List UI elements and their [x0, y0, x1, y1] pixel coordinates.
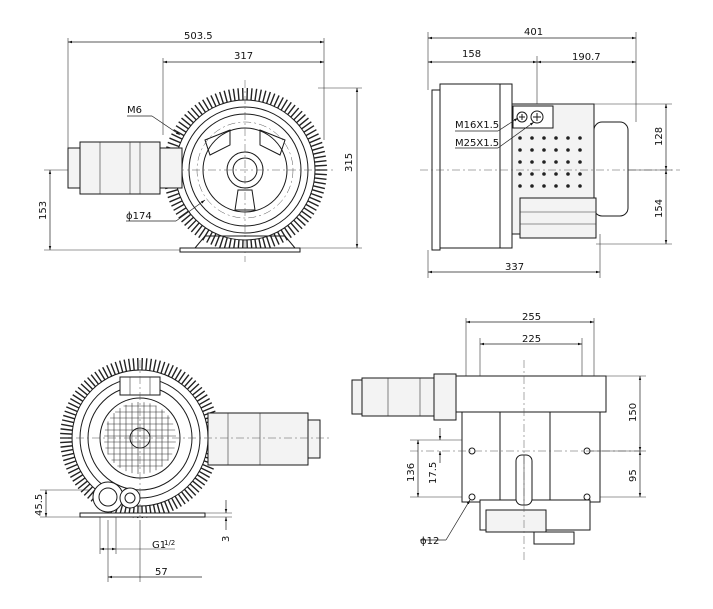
dim-bottom-label: 337: [505, 262, 524, 273]
base-foot-rear: [79, 512, 206, 518]
dim-outer-label: 255: [522, 312, 541, 323]
dim-base-label: 45.5: [34, 494, 45, 516]
diameter-label: ϕ174: [126, 211, 152, 222]
dim-right-label: 190.7: [572, 52, 601, 63]
dim-width-label: 503.5: [184, 31, 213, 42]
dim-inner-label: 317: [234, 51, 253, 62]
motor-body-rear: [207, 412, 309, 466]
dim-height-label: 315: [344, 153, 355, 172]
dim-lower-label-2: 95: [628, 469, 639, 482]
blower-housing-side: [439, 83, 513, 249]
dim-width-label-2: 401: [524, 27, 543, 38]
base-foot: [179, 247, 301, 253]
dim-axis-label: 153: [38, 201, 49, 220]
dim-lower-label: 154: [654, 199, 665, 218]
rear-view-bottom-left: 45.5 G1 1/2 57 3: [34, 358, 330, 582]
dim-port-fraction: 1/2: [164, 539, 175, 547]
dim-upper-label: 128: [654, 127, 665, 146]
dim-inner-label-2: 225: [522, 334, 541, 345]
side-view-top-right: 401 158 190.7 128 154 337 M16X1.5 M25X1.…: [420, 27, 680, 278]
dim-small-label: 3: [221, 536, 232, 542]
dim-left-label-b: 17.5: [428, 462, 439, 484]
dim-port-label: G1: [152, 540, 166, 551]
dim-upper-label-2: 150: [628, 403, 639, 422]
hole-label: ϕ12: [420, 536, 439, 547]
front-view-top-left: 503.5 317 315 153 M6 ϕ174: [38, 31, 362, 262]
gland-label-1: M16X1.5: [455, 120, 499, 131]
motor-end-cap: [67, 147, 81, 189]
gland-label-2: M25X1.5: [455, 138, 499, 149]
inlet-port: [92, 481, 124, 513]
motor-body-top: [361, 377, 435, 417]
dim-left-label-a: 136: [406, 463, 417, 482]
top-view-bottom-right: 255 225 150 95 136 17.5 ϕ12: [351, 312, 646, 560]
motor-body: [79, 141, 161, 195]
dim-offset-label: 57: [155, 567, 168, 578]
dim-left-label: 158: [462, 49, 481, 60]
thread-label: M6: [127, 105, 142, 116]
